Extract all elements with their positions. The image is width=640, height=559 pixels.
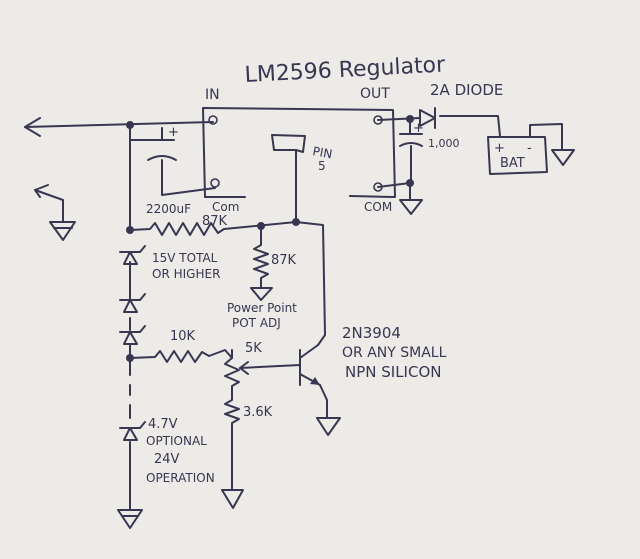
- battery-minus: -: [527, 141, 532, 156]
- diagram-title: LM2596 Regulator: [244, 52, 447, 88]
- zener-note-line1: 15V TOTAL: [152, 251, 218, 265]
- zener-3: [119, 325, 146, 345]
- r87k-right-label: 87K: [271, 253, 297, 268]
- input-line: [24, 117, 214, 137]
- input-capacitor: [129, 127, 216, 196]
- input-cap-label: 2200uF: [146, 202, 191, 216]
- zener-note-line2: OR HIGHER: [152, 267, 220, 281]
- output-line: [377, 115, 501, 137]
- com-right-label: COM: [364, 200, 392, 214]
- r10k-label: 10K: [170, 329, 196, 344]
- pin-label: PIN: [311, 144, 333, 161]
- zener-optional: [119, 421, 146, 441]
- optional-line4: OPERATION: [146, 471, 215, 485]
- in-label: IN: [205, 87, 220, 103]
- resistor-3-6k: [221, 394, 244, 509]
- ground-left: [34, 184, 76, 241]
- schottky-diode: [419, 107, 436, 129]
- output-cap-plus: +: [413, 121, 424, 136]
- pot-5k-label: 5K: [245, 341, 262, 356]
- transistor-label3: NPN SILICON: [345, 363, 441, 381]
- lm2596-regulator-box: [202, 107, 396, 198]
- npn-transistor: [299, 344, 341, 436]
- resistor-87k-right: [250, 225, 273, 301]
- resistor-10k: [126, 349, 233, 363]
- r87k-top-label: 87K: [202, 214, 228, 229]
- input-cap-plus: +: [168, 125, 179, 140]
- com-left-label: Com: [212, 200, 239, 214]
- zener-1: [119, 245, 146, 265]
- battery-plus: +: [494, 141, 505, 156]
- battery: [487, 123, 575, 175]
- battery-label: BAT: [500, 156, 525, 171]
- com-ground-right: [377, 182, 423, 215]
- output-cap-value: 1,000: [428, 137, 460, 150]
- resistor-87k-top: [126, 218, 300, 236]
- r3-6k-label: 3.6K: [243, 405, 273, 420]
- ground-bottom: [117, 509, 143, 529]
- optional-line1: 4.7V: [148, 417, 178, 432]
- collector-line: [295, 221, 326, 346]
- transistor-label1: 2N3904: [342, 324, 401, 342]
- transistor-label2: OR ANY SMALL: [342, 345, 447, 361]
- out-label: OUT: [360, 86, 390, 102]
- pin-number: 5: [318, 159, 326, 173]
- optional-line2: OPTIONAL: [146, 434, 207, 448]
- optional-line3: 24V: [154, 452, 180, 467]
- zener-2: [119, 293, 146, 313]
- power-point-label2: POT ADJ: [232, 316, 281, 330]
- pin5-symbol: [271, 134, 306, 221]
- power-point-label1: Power Point: [227, 301, 297, 315]
- diode-label: 2A DIODE: [430, 81, 503, 99]
- potentiometer-5k: [224, 349, 301, 396]
